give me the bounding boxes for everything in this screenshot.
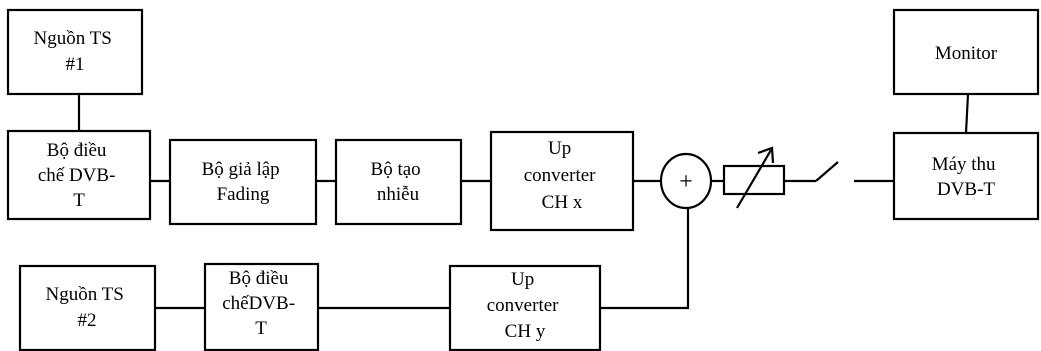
ts2-block [18, 264, 157, 351]
wires [77, 93, 970, 310]
attenuator-arrow-shaft [736, 149, 772, 209]
upconverter-x-label: Up converter CH x [524, 138, 600, 213]
upconverter-y-label: Up converter CH y [487, 269, 563, 342]
switch-blade [815, 161, 839, 182]
ts2-label: Nguồn TS #2 [45, 284, 128, 331]
fading-simulator-label: Bộ giả lập Fading [202, 159, 285, 205]
attenuator-arrow-head [757, 146, 775, 164]
dvbt-modulator-1-label: Bộ điều chế DVB- T [38, 140, 120, 211]
upconverter-x-block [489, 130, 635, 232]
variable-attenuator [722, 146, 786, 209]
ts1-block [6, 8, 144, 96]
wire-upy-summer [600, 207, 690, 310]
ts1-label: Nguồn TS #1 [33, 28, 116, 75]
dvbt-receiver-block [892, 131, 1040, 221]
monitor-block [892, 8, 1040, 96]
summer-plus-sign: + [679, 169, 693, 195]
dvbt-modulator-1-block [6, 129, 152, 221]
summer-circle [659, 152, 713, 210]
summer-junction: + [659, 152, 713, 210]
dvbt-receiver-label: Máy thu DVB-T [932, 154, 1001, 200]
noise-generator-label: Bộ tạo nhiễu [371, 159, 426, 205]
wire-monitor-receiver [964, 93, 970, 134]
upconverter-y-block [448, 264, 602, 351]
monitor-label: Monitor [935, 43, 998, 64]
fading-simulator-block [168, 138, 318, 226]
dvbt-modulator-2-label: Bộ điều chếDVB- T [222, 268, 300, 339]
noise-generator-block [334, 138, 463, 226]
dvbt-modulator-2-block [203, 262, 320, 351]
